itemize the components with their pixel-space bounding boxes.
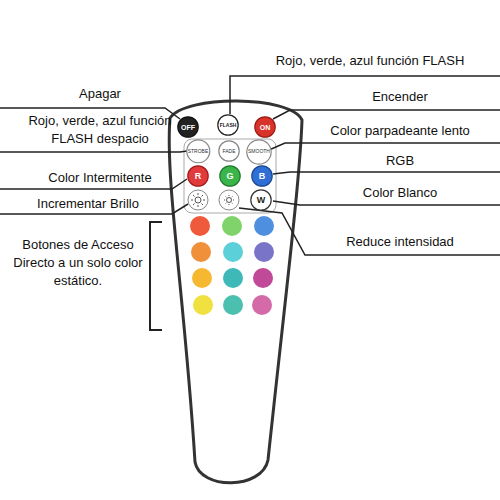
- callout-label: Incrementar Brillo: [8, 195, 168, 213]
- button-text: SMOOTH: [248, 149, 270, 154]
- remote-button: W: [250, 189, 272, 211]
- button-frame: [184, 139, 276, 213]
- remote-button: ON: [254, 116, 276, 138]
- remote-button: R: [187, 165, 209, 187]
- button-text: OFF: [181, 124, 195, 131]
- button-text: STROBE: [188, 149, 209, 154]
- callout-label: Rojo, verde, azul función FLASH: [252, 52, 488, 70]
- callout-label: Color Blanco: [320, 184, 480, 202]
- brightness-down-icon: [219, 190, 239, 210]
- callout-label: Botones de Acceso Directo a un solo colo…: [8, 236, 148, 290]
- button-text: W: [257, 196, 266, 205]
- color-buttons: [190, 216, 274, 315]
- remote-button: FLASH: [217, 114, 239, 136]
- remote-body: [169, 101, 302, 483]
- button-text: FADE: [222, 149, 235, 154]
- remote-button: SMOOTH: [246, 139, 272, 165]
- callout-label: Rojo, verde, azul función FLASH despacio: [12, 112, 188, 148]
- brightness-up-icon: [188, 190, 208, 210]
- callout-label: Color Intermitente: [15, 169, 185, 187]
- callout-label: RGB: [320, 152, 480, 170]
- remote-button: OFF: [177, 116, 199, 138]
- callout-label: Color parpadeante lento: [310, 122, 490, 140]
- remote-button: STROBE: [186, 139, 211, 164]
- callout-label: Encender: [320, 88, 480, 106]
- button-text: FLASH: [220, 123, 237, 128]
- button-text: B: [259, 172, 266, 181]
- button-text: ON: [260, 124, 271, 131]
- button-text: R: [195, 172, 202, 181]
- callout-label: Apagar: [20, 85, 180, 103]
- leader-lines: [0, 76, 500, 255]
- remote-button: G: [219, 165, 241, 187]
- bracket: [150, 222, 162, 330]
- button-text: G: [226, 172, 233, 181]
- remote-button: B: [251, 165, 273, 187]
- callout-label: Reduce intensidad: [310, 233, 490, 251]
- remote-button: FADE: [218, 140, 240, 162]
